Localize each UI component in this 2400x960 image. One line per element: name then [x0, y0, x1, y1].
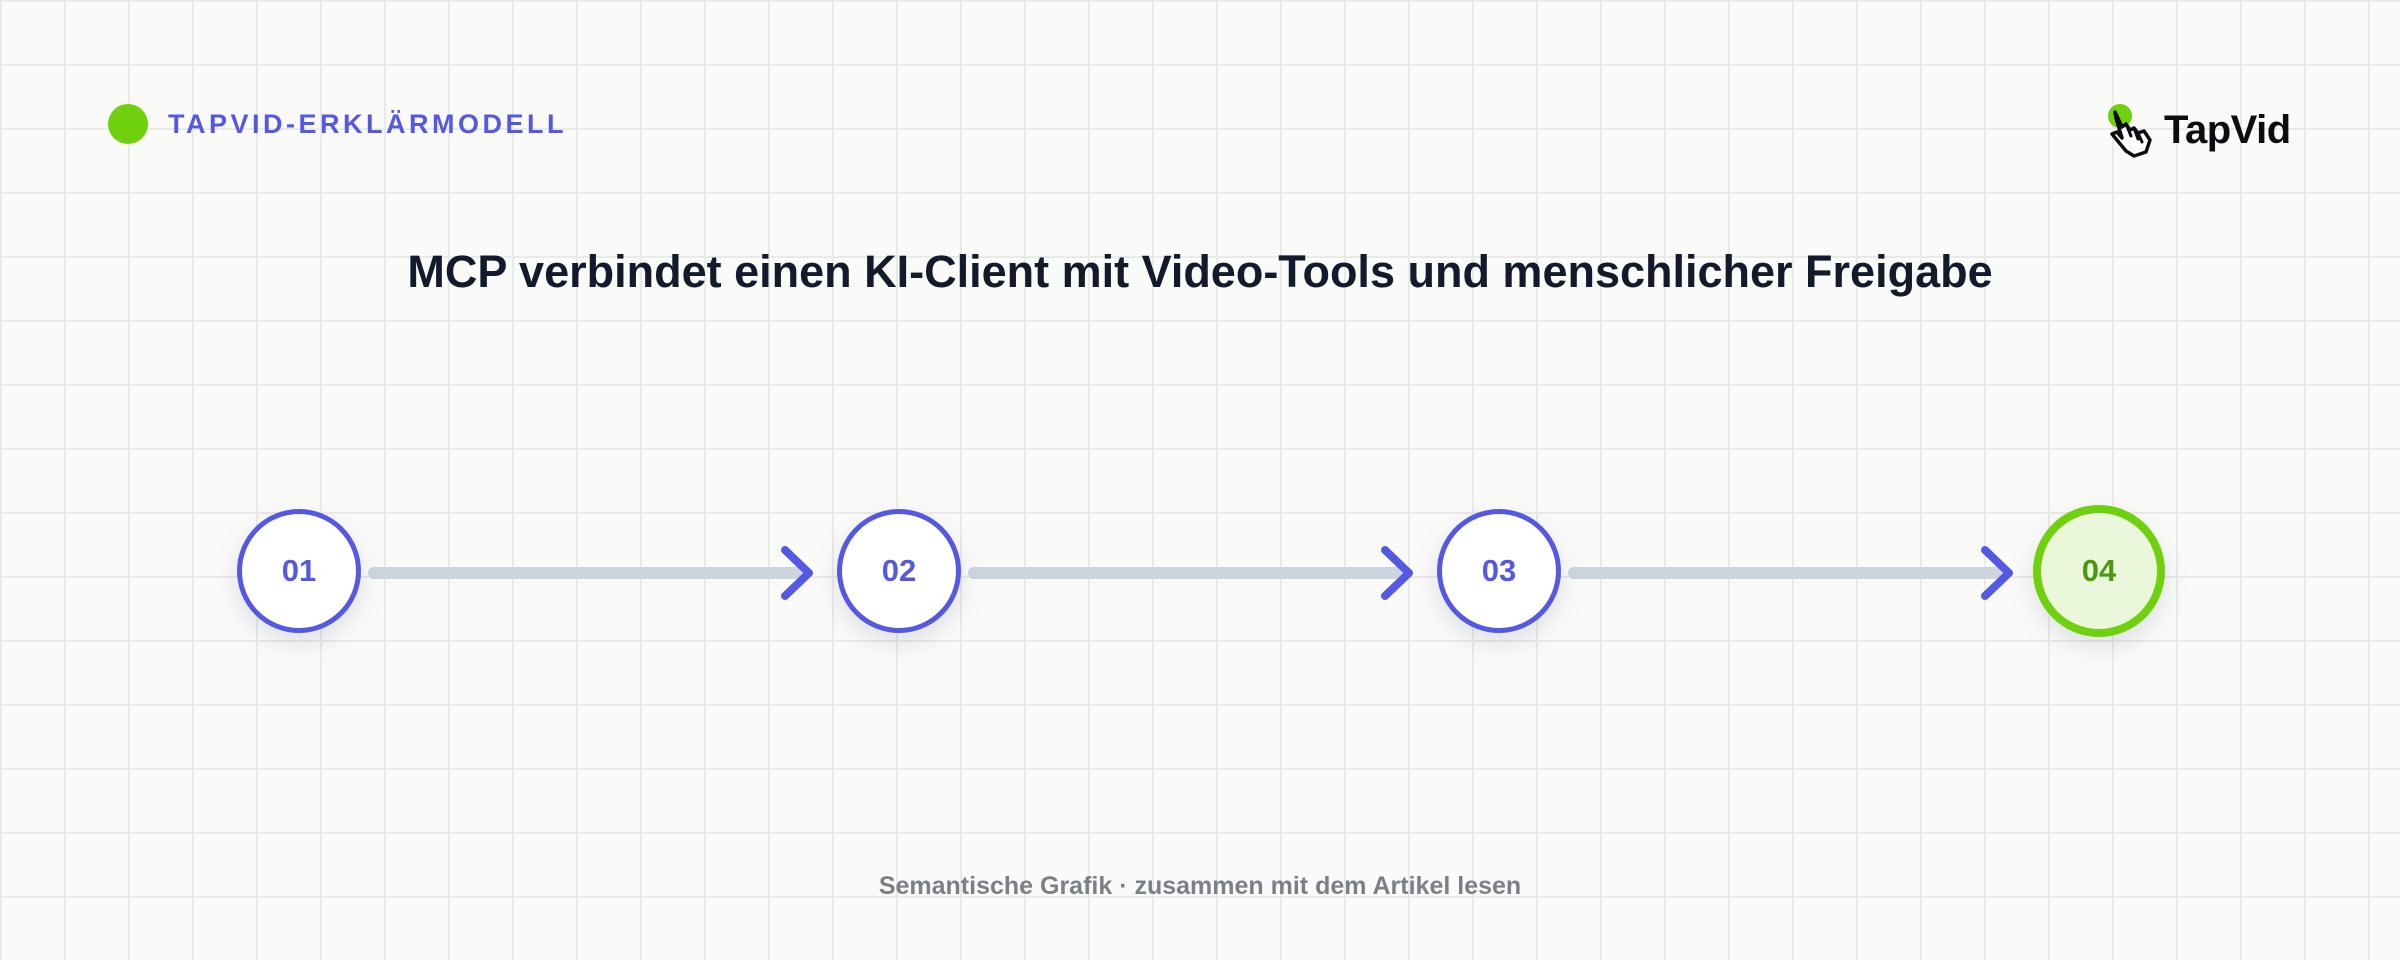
tapvid-logo[interactable]: TapVid — [2100, 100, 2291, 160]
step-01[interactable]: 01 — [237, 509, 361, 633]
step-02[interactable]: 02 — [837, 509, 961, 633]
page-title: MCP verbindet einen KI-Client mit Video-… — [407, 246, 1993, 297]
step-number: 03 — [1481, 553, 1517, 588]
logo-wordmark: TapVid — [2164, 107, 2291, 152]
step-04[interactable]: 04 — [2033, 505, 2165, 637]
eyebrow-label: TAPVID-ERKLÄRMODELL — [168, 108, 567, 139]
step-03[interactable]: 03 — [1437, 509, 1561, 633]
step-number: 02 — [881, 553, 917, 588]
connector-3 — [1568, 546, 2013, 600]
footer-caption: Semantische Grafik · zusammen mit dem Ar… — [878, 872, 1522, 900]
connector-1 — [368, 546, 813, 600]
pointing-hand-icon — [2108, 104, 2152, 158]
header-eyebrow: TAPVID-ERKLÄRMODELL — [108, 104, 567, 144]
connector-2 — [968, 546, 1413, 600]
brand-dot-icon — [108, 104, 148, 144]
step-number: 04 — [2081, 553, 2117, 588]
step-number: 01 — [281, 553, 317, 588]
